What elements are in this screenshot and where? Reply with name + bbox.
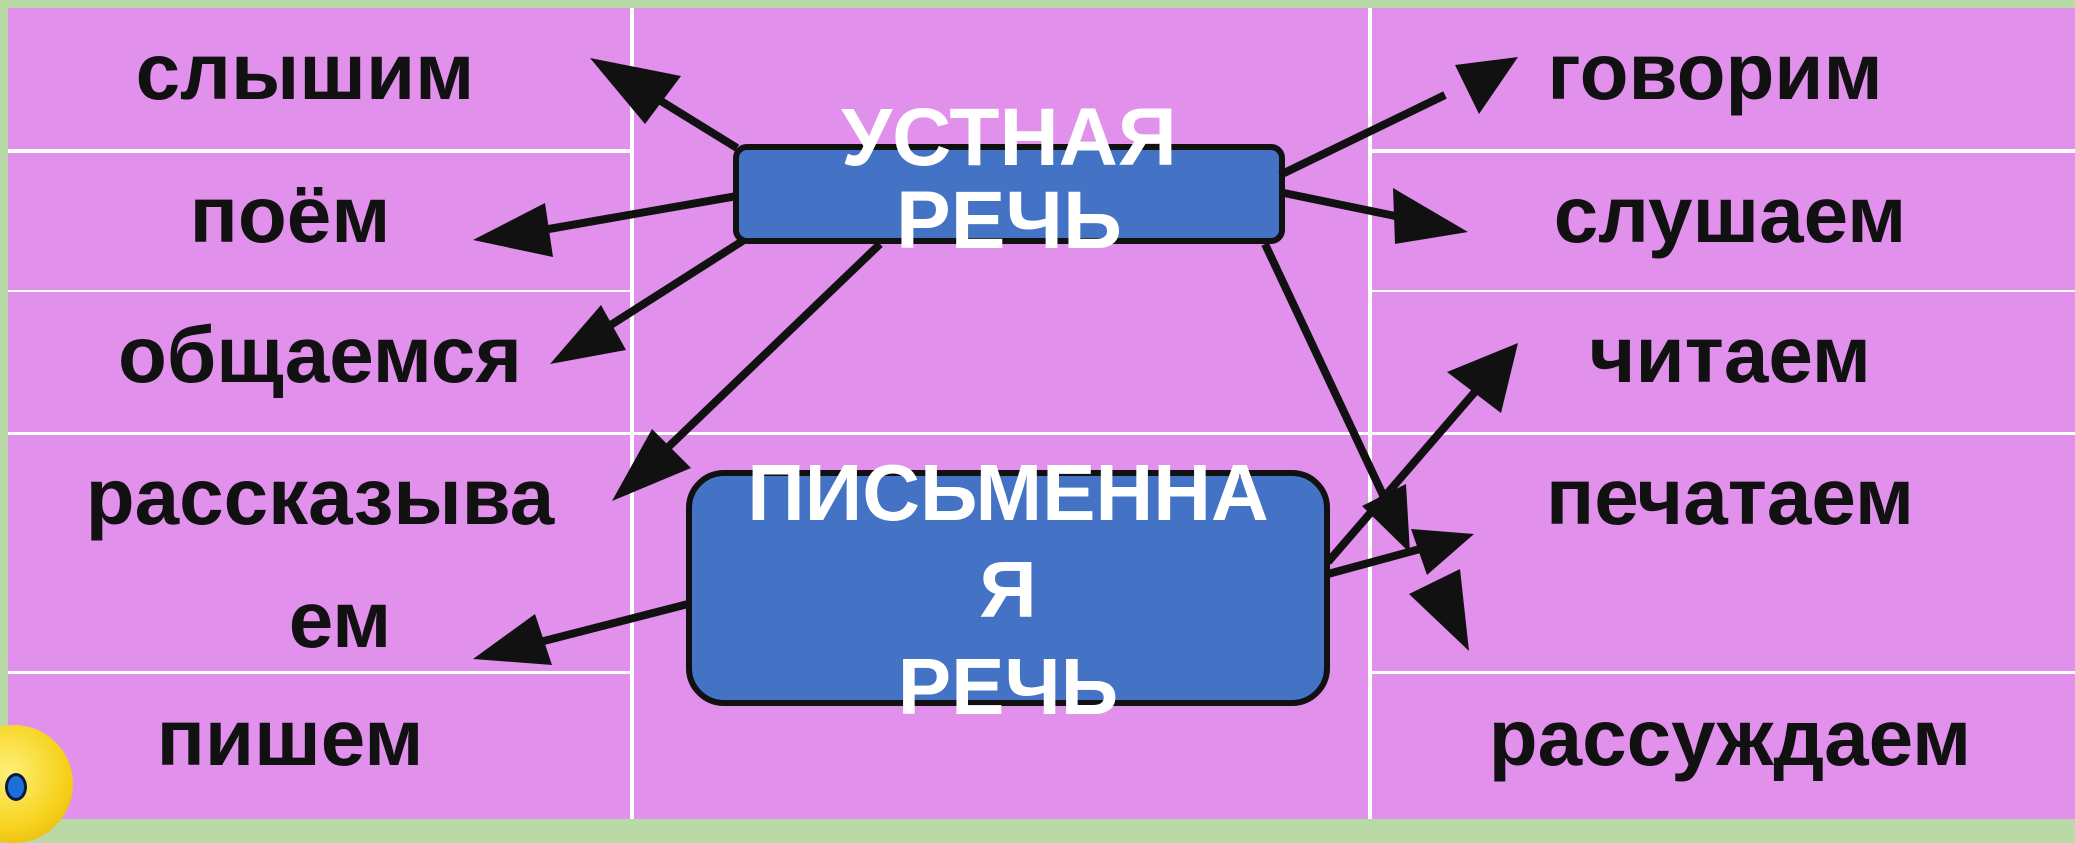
grid-line: [1368, 671, 2075, 674]
grid-line: [8, 432, 2075, 435]
word-chitaem: читаем: [1589, 310, 1871, 399]
grid-line: [1368, 290, 2075, 292]
arrowhead: [1455, 57, 1518, 114]
arrowhead: [1409, 569, 1469, 651]
arrowhead: [473, 203, 553, 257]
word-rasskazyva: рассказыва: [85, 452, 555, 541]
arrowhead: [1411, 529, 1474, 575]
arrowhead: [473, 614, 552, 665]
arrows-layer: [473, 57, 1518, 665]
written-speech-label: ПИСЬМЕННА Я РЕЧЬ: [747, 448, 1269, 731]
grid-line: [630, 8, 634, 819]
word-slyshim: слышим: [135, 27, 475, 116]
arrow: [1324, 383, 1484, 565]
grid-line: [8, 671, 634, 674]
arrow: [592, 236, 747, 339]
word-govorim: говорим: [1547, 27, 1883, 116]
word-em: ем: [288, 575, 392, 664]
word-poem: поём: [189, 170, 391, 259]
arrow: [1326, 545, 1422, 578]
oral-speech-label: УСТНАЯ РЕЧЬ: [841, 92, 1177, 266]
word-pechataem: печатаем: [1545, 452, 1915, 541]
grid-line: [1368, 8, 1372, 819]
arrow: [1261, 242, 1394, 512]
arrow: [657, 241, 883, 458]
oral-speech-box: [733, 144, 1285, 244]
word-slushaem: слушаем: [1553, 170, 1907, 259]
arrowhead: [1362, 484, 1410, 553]
arrowhead: [612, 429, 691, 501]
word-obshchaemsya: общаемся: [118, 310, 522, 399]
grid-line: [8, 290, 634, 292]
arrow: [1283, 189, 1401, 221]
smiley-eye: [5, 773, 27, 801]
arrow: [542, 192, 738, 234]
arrowhead: [1393, 188, 1468, 244]
arrowhead: [1447, 343, 1518, 413]
word-pishem: пишем: [156, 693, 424, 782]
written-speech-box: [686, 470, 1330, 706]
word-rassuzhdaem: рассуждаем: [1488, 693, 1972, 782]
grid-line: [8, 149, 634, 153]
arrows-from-written: [473, 343, 1518, 665]
arrowhead: [590, 58, 681, 124]
arrow: [1278, 91, 1447, 179]
arrows-from-oral: [473, 57, 1518, 553]
grid-line: [1368, 149, 2075, 153]
arrow: [539, 600, 689, 646]
arrowhead: [550, 305, 626, 364]
